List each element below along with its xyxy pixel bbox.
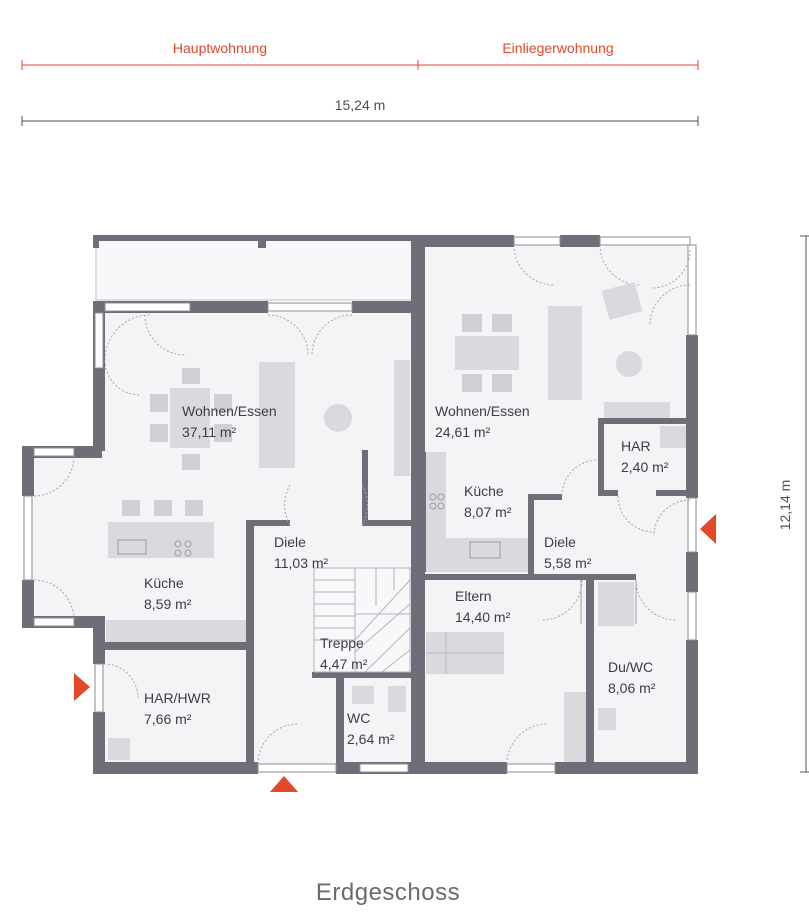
room-area-kueche-rechts: 8,07 m² (464, 504, 512, 520)
room-name-wc: WC (347, 710, 370, 726)
windows (23, 236, 697, 773)
room-name-kueche-rechts: Küche (464, 483, 504, 499)
entrance-arrow-bottom (270, 776, 298, 792)
room-area-wohnen-rechts: 24,61 m² (435, 424, 491, 440)
entrance-arrow-right (700, 514, 716, 544)
room-area-diele-links: 11,03 m² (274, 555, 329, 571)
room-name-wohnen-links: Wohnen/Essen (182, 403, 277, 419)
floor-title: Erdgeschoss (316, 879, 460, 906)
height-label: 12,14 m (777, 480, 793, 531)
terrace (93, 239, 415, 301)
wc-fixtures (352, 686, 406, 712)
stairs (313, 567, 411, 673)
room-labels: Wohnen/Essen 37,11 m² Küche 8,59 m² HAR/… (144, 403, 669, 747)
room-name-diele-rechts: Diele (544, 534, 576, 550)
room-area-har-hwr: 7,66 m² (144, 711, 192, 727)
hauptwohnung-label: Hauptwohnung (173, 40, 267, 56)
width-label: 15,24 m (335, 97, 386, 113)
room-name-har: HAR (621, 438, 651, 454)
entrance-arrow-left (74, 673, 90, 701)
furniture-right (426, 282, 686, 762)
dimension-width: 15,24 m (21, 97, 699, 126)
room-name-kueche-links: Küche (144, 575, 184, 591)
room-name-eltern: Eltern (455, 588, 492, 604)
room-area-wohnen-links: 37,11 m² (182, 424, 237, 440)
doors (33, 244, 691, 765)
einliegerwohnung-label: Einliegerwohnung (502, 40, 613, 56)
room-name-diele-links: Diele (274, 534, 306, 550)
room-area-treppe: 4,47 m² (320, 656, 368, 672)
room-name-du-wc: Du/WC (608, 659, 653, 675)
dimension-top-split: Hauptwohnung Einliegerwohnung (21, 40, 699, 70)
room-name-treppe: Treppe (320, 635, 364, 651)
room-name-wohnen-rechts: Wohnen/Essen (435, 403, 530, 419)
room-area-eltern: 14,40 m² (455, 609, 511, 625)
room-area-wc: 2,64 m² (347, 731, 395, 747)
dimension-height: 12,14 m (777, 235, 809, 773)
room-area-kueche-links: 8,59 m² (144, 596, 192, 612)
room-area-har: 2,40 m² (621, 459, 669, 475)
room-name-har-hwr: HAR/HWR (144, 690, 211, 706)
entrance-arrows (74, 514, 716, 792)
room-area-du-wc: 8,06 m² (608, 680, 656, 696)
furniture-left (106, 360, 410, 760)
room-area-diele-rechts: 5,58 m² (544, 555, 592, 571)
